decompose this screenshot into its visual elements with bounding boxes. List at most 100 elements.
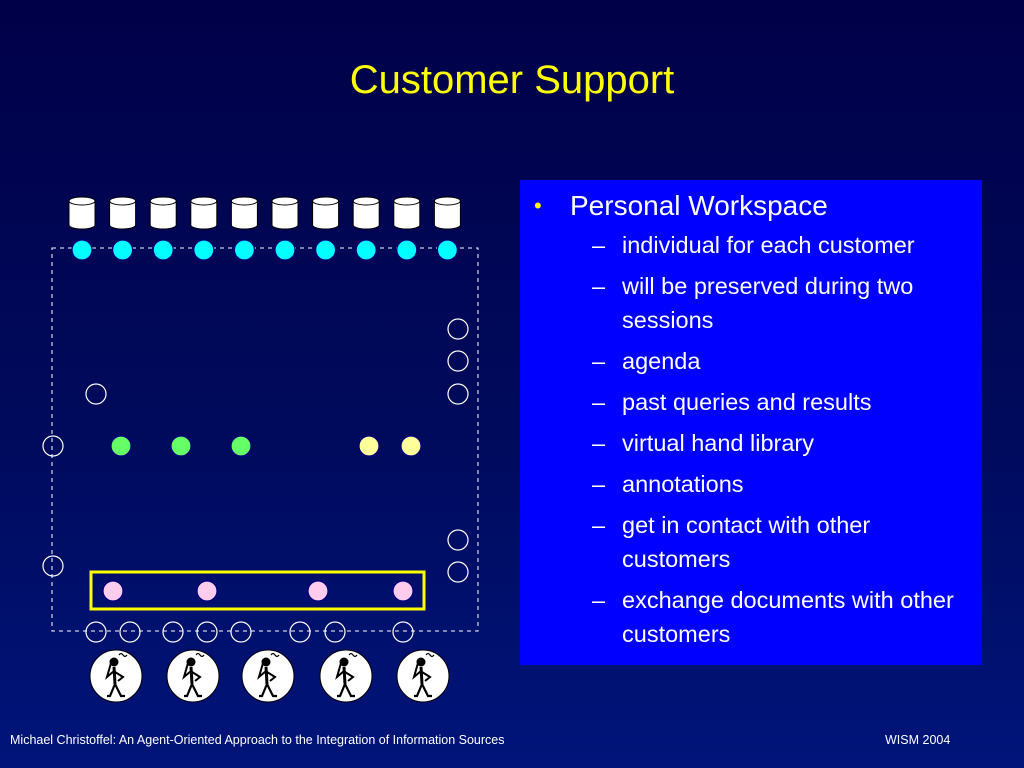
sub-item: –agenda: [592, 344, 974, 378]
database-icon: [109, 196, 137, 230]
database-icon: [190, 196, 218, 230]
user-arm-right: [421, 671, 432, 682]
personal-workspace-box: [89, 570, 426, 611]
database-rim: [352, 200, 380, 206]
user-body: [264, 666, 269, 685]
user-legs: [414, 683, 432, 698]
sub-item: –get in contact with other customers: [592, 508, 974, 576]
source-agent-node: [436, 239, 458, 261]
sub-item: –individual for each customer: [592, 228, 974, 262]
empty-agent-node: [85, 383, 107, 405]
user-arm-left: [257, 662, 267, 680]
user-legs: [184, 683, 202, 698]
user-arm-right: [344, 671, 355, 682]
database-rim: [393, 200, 421, 206]
database-icon: [149, 196, 177, 230]
source-agent-node: [71, 239, 93, 261]
empty-agent-node: [447, 350, 469, 372]
sub-item-text: individual for each customer: [622, 232, 915, 258]
database-icon: [352, 196, 380, 230]
database-rim: [109, 200, 137, 206]
user-body: [189, 666, 194, 685]
empty-agent-node: [447, 529, 469, 551]
green-agent-node: [110, 435, 132, 457]
empty-agent-node: [447, 318, 469, 340]
user-arm-left: [182, 662, 192, 680]
empty-agent-node: [85, 621, 107, 643]
bullet-text: Personal Workspace: [570, 190, 828, 221]
pink-agent-node: [392, 580, 414, 602]
source-agent-node: [193, 239, 215, 261]
pink-agent-node: [307, 580, 329, 602]
database-icon: [433, 196, 461, 230]
user-body: [419, 666, 424, 685]
user-arm-right: [266, 671, 277, 682]
user-head: [339, 657, 349, 667]
sub-item-text: annotations: [622, 471, 744, 497]
database-rim: [190, 200, 218, 206]
workspace-boundary: [51, 247, 479, 632]
slide-title: Customer Support: [349, 58, 675, 102]
sub-item-text: agenda: [622, 348, 701, 374]
user-arm-left: [412, 662, 422, 680]
dash-icon: –: [592, 471, 606, 497]
user-arm-left: [105, 662, 115, 680]
user-thought: [118, 652, 128, 658]
dash-icon: –: [592, 273, 606, 299]
database-rim: [68, 200, 96, 206]
empty-agent-node: [42, 435, 64, 457]
user-body: [342, 666, 347, 685]
dash-icon: –: [592, 232, 606, 258]
database-rim: [433, 200, 461, 206]
dash-icon: –: [592, 348, 606, 374]
yellow-agent-node: [358, 435, 380, 457]
empty-agent-node: [42, 555, 64, 577]
pink-agent-node: [102, 580, 124, 602]
dash-icon: –: [592, 587, 606, 613]
empty-agent-node: [324, 621, 346, 643]
source-agent-node: [111, 239, 134, 261]
sub-item: –virtual hand library: [592, 426, 974, 460]
empty-agent-node: [196, 621, 218, 643]
sub-item-text: exchange documents with other customers: [622, 587, 954, 647]
user-head: [186, 657, 196, 667]
sub-item: –will be preserved during two sessions: [592, 269, 974, 337]
sub-item-text: will be preserved during two sessions: [622, 273, 914, 333]
user-head: [109, 657, 119, 667]
empty-agent-node: [119, 621, 141, 643]
yellow-agent-node: [400, 435, 422, 457]
user-arm-right: [114, 671, 125, 682]
database-rim: [230, 200, 258, 206]
user-thought: [425, 652, 435, 658]
user-head: [416, 657, 426, 667]
pink-agent-node: [196, 580, 218, 602]
source-agent-node: [396, 239, 418, 261]
sub-item-text: get in contact with other customers: [622, 512, 871, 572]
green-agent-node: [170, 435, 192, 457]
database-rim: [312, 200, 340, 206]
dash-icon: –: [592, 512, 606, 538]
green-agent-node: [230, 435, 252, 457]
source-agent-node: [355, 239, 377, 261]
user-thought: [348, 652, 358, 658]
database-rim: [149, 200, 177, 206]
empty-agent-node: [162, 621, 184, 643]
empty-agent-node: [392, 621, 414, 643]
source-agent-node: [233, 239, 255, 261]
sub-item-text: past queries and results: [622, 389, 872, 415]
dash-icon: –: [592, 389, 606, 415]
user-legs: [337, 683, 355, 698]
bullet-dot-icon: •: [534, 193, 542, 218]
database-icon: [68, 196, 96, 230]
sub-item-text: virtual hand library: [622, 430, 815, 456]
empty-agent-node: [447, 383, 469, 405]
bullet-item: • Personal Workspace: [534, 190, 974, 222]
source-agent-node: [274, 239, 296, 261]
database-icon: [393, 196, 421, 230]
database-icon: [271, 196, 299, 230]
sub-item: –annotations: [592, 467, 974, 501]
user-arm-left: [335, 662, 345, 680]
database-icon: [312, 196, 340, 230]
user-thought: [270, 652, 280, 658]
empty-agent-node: [447, 561, 469, 583]
